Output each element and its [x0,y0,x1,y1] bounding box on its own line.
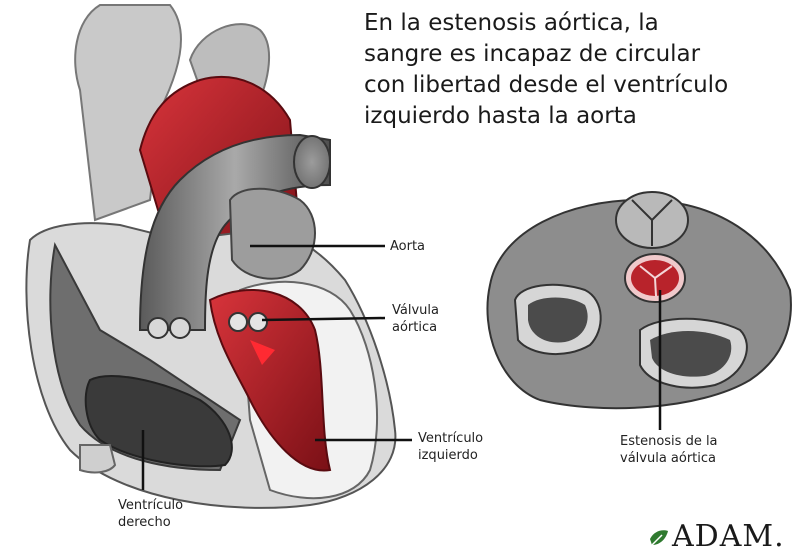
adam-logo-text: ADAM. [672,519,785,554]
label-stenosis-line1: Estenosis de la [620,433,718,450]
label-right-ventricle-line2: derecho [118,514,183,531]
label-right-ventricle: Ventrículo derecho [118,497,183,531]
label-aortic-valve-line2: aórtica [392,319,439,336]
label-left-ventricle-line2: izquierdo [418,447,483,464]
adam-leaf-icon [648,527,670,549]
label-aortic-valve: Válvula aórtica [392,302,439,336]
label-stenosis: Estenosis de la válvula aórtica [620,433,718,467]
label-aortic-valve-line1: Válvula [392,302,439,319]
valve-top-view [487,192,790,408]
label-left-ventricle-line1: Ventrículo [418,430,483,447]
label-right-ventricle-line1: Ventrículo [118,497,183,514]
adam-logo: ADAM. [648,519,785,554]
heart-cross-section [26,5,395,508]
label-stenosis-line2: válvula aórtica [620,450,718,467]
label-aorta: Aorta [390,238,425,255]
label-left-ventricle: Ventrículo izquierdo [418,430,483,464]
label-aorta-text: Aorta [390,238,425,255]
